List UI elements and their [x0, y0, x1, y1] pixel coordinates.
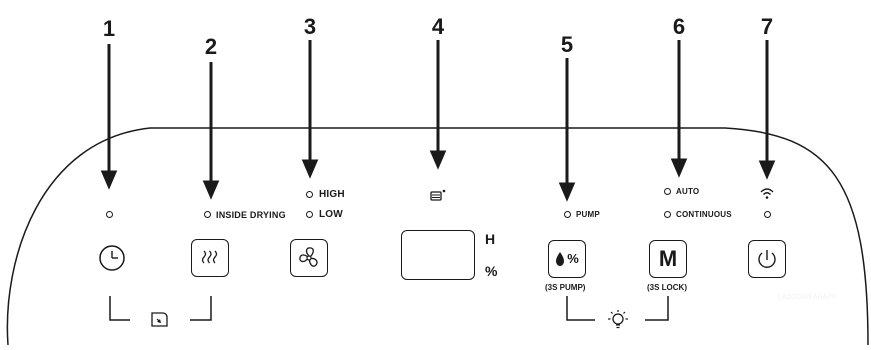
power-icon — [758, 250, 776, 268]
callout-6: 6 — [672, 14, 686, 39]
clock-icon — [99, 245, 125, 271]
timer-button[interactable] — [93, 239, 131, 277]
humidity-h-label: H — [485, 231, 496, 247]
callout-7: 7 — [760, 14, 774, 39]
fan-icon — [299, 247, 318, 267]
wifi-icon — [760, 188, 774, 199]
callout-4: 4 — [431, 14, 445, 39]
inside-drying-led — [204, 211, 211, 218]
inside-drying-label: INSIDE DRYING — [216, 210, 286, 220]
pump-button-label: % — [567, 251, 579, 266]
power-button[interactable] — [748, 240, 786, 278]
humidity-percent-label: % — [485, 263, 498, 279]
callout-3: 3 — [303, 14, 317, 39]
low-led — [306, 211, 313, 218]
mode-button-label: M — [658, 246, 678, 271]
pump-label: PUMP — [576, 210, 600, 219]
watermark: LAZOOWEARAPP — [778, 294, 837, 301]
high-led — [306, 191, 313, 198]
callout-1: 1 — [102, 16, 116, 41]
pump-button[interactable]: % — [548, 240, 586, 278]
auto-led — [664, 188, 671, 195]
high-label: HIGH — [319, 189, 345, 200]
callout-2: 2 — [204, 34, 218, 59]
pump-led — [564, 211, 571, 218]
lock-hint: (3S LOCK) — [647, 283, 687, 292]
continuous-led — [664, 211, 671, 218]
water-tank-icon — [430, 189, 446, 201]
inside-drying-button[interactable] — [191, 239, 229, 277]
timer-combo-icon — [151, 312, 168, 327]
callout-5: 5 — [560, 32, 574, 57]
water-drop-icon — [556, 252, 564, 266]
humidity-display — [401, 230, 475, 280]
callout-arrows — [100, 40, 776, 202]
bracket-lines — [109, 296, 669, 321]
heat-waves-icon — [201, 250, 218, 264]
auto-label: AUTO — [676, 187, 700, 196]
continuous-label: CONTINUOUS — [676, 210, 732, 219]
pump-hint: (3S PUMP) — [545, 283, 586, 292]
mode-button[interactable]: M — [649, 240, 687, 278]
low-label: LOW — [319, 209, 343, 220]
light-bulb-icon — [608, 310, 628, 329]
timer-led — [106, 211, 113, 218]
fan-speed-button[interactable] — [290, 239, 328, 277]
wifi-led — [764, 211, 771, 218]
